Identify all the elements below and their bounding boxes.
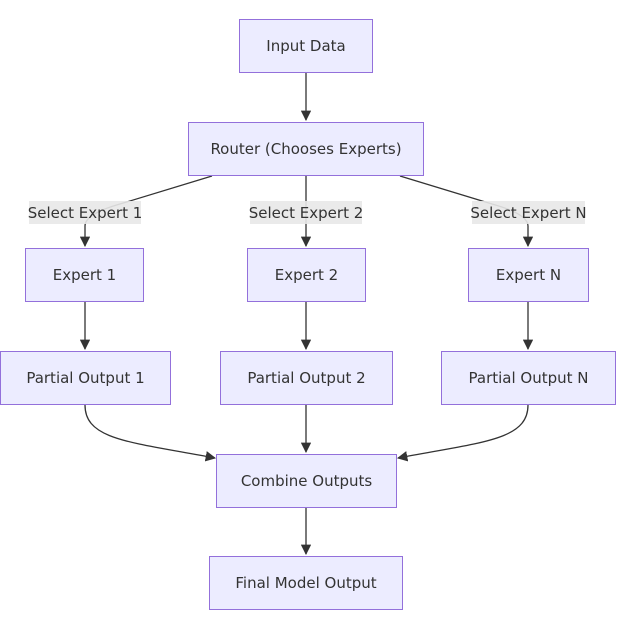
edge-partialN-combine	[396, 404, 529, 462]
node-final-model-output: Final Model Output	[209, 556, 403, 610]
node-partial-output-n: Partial Output N	[441, 351, 616, 405]
edge-label-select-expert-n: Select Expert N	[470, 201, 587, 224]
node-router: Router (Chooses Experts)	[188, 122, 424, 176]
edge-label-select-expert-1: Select Expert 1	[28, 201, 142, 224]
node-expert-n: Expert N	[468, 248, 589, 302]
edge-label-select-expert-2: Select Expert 2	[249, 201, 363, 224]
node-combine-outputs: Combine Outputs	[216, 454, 397, 508]
node-expert-1: Expert 1	[25, 248, 144, 302]
node-partial-output-1: Partial Output 1	[0, 351, 171, 405]
node-partial-output-2: Partial Output 2	[220, 351, 393, 405]
edge-partial1-combine	[84, 404, 217, 462]
node-input-data: Input Data	[239, 19, 373, 73]
node-expert-2: Expert 2	[247, 248, 366, 302]
